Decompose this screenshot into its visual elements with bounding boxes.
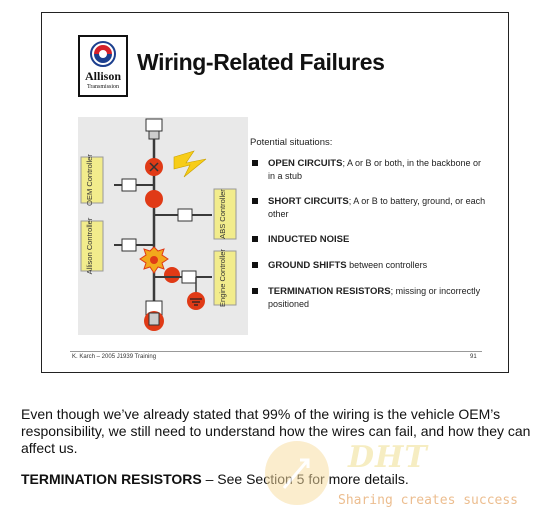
allison-logo: Allison Transmission [78,35,128,97]
list-item-head: SHORT CIRCUITS [268,196,349,207]
slide-title: Wiring-Related Failures [137,49,385,75]
logo-subtitle: Transmission [86,84,120,90]
list-item-text: between controllers [346,260,428,270]
engine-controller [213,250,237,306]
list-item: SHORT CIRCUITS; A or B to battery, groun… [250,195,490,220]
watermark-slogan: Sharing creates success [338,493,519,508]
list-item-head: OPEN CIRCUITS [268,158,343,169]
situations-list: OPEN CIRCUITS; A or B or both, in the ba… [250,157,490,323]
oem-controller [80,156,104,204]
list-item: TERMINATION RESISTORS; missing or incorr… [250,285,490,310]
slide-page-number: 91 [470,354,477,360]
allison-controller [80,220,104,272]
abs-controller [213,188,237,240]
watermark: DHT Sharing creates success [262,438,546,512]
fault-marker-4 [164,267,180,283]
ground-fault-marker [187,292,205,310]
wiring-diagram: OEM Controller ABS Controller Allison Co… [78,117,248,335]
list-item: INDUCTED NOISE [250,233,490,246]
list-item-head: GROUND SHIFTS [268,260,347,271]
lightning-icon [173,150,207,178]
list-item-text: ; A or B or both, in the backbone or in … [268,158,482,181]
top-connector [145,118,163,132]
list-item: OPEN CIRCUITS; A or B or both, in the ba… [250,157,490,182]
list-item: GROUND SHIFTS between controllers [250,259,490,272]
fault-marker-2 [145,190,163,208]
logo-word: Allison [84,69,121,83]
body-paragraph: Even though we’ve already stated that 99… [21,406,531,456]
watermark-brand: DHT [348,440,428,475]
list-item-text: ; A or B to battery, ground, or each oth… [268,196,486,219]
abs-controller-label: ABS Controller [218,189,227,239]
allison-emblem-icon [90,41,116,67]
oem-controller-label: OEM Controller [85,154,94,206]
footer-divider [70,351,482,352]
situations-intro: Potential situations: [250,137,333,148]
allison-controller-label: Allison Controller [85,217,94,274]
list-item-text: ; missing or incorrectly positioned [268,286,481,309]
watermark-logo-icon [265,441,329,505]
list-item-head: INDUCTED NOISE [268,234,350,245]
slide-footer-credit: K. Karch – 2005 J1939 Training [72,354,157,360]
slide: Allison Transmission Wiring-Related Fail… [41,12,509,373]
engine-controller-label: Engine Controller [218,249,227,307]
ground-icon [190,298,202,306]
note-bold: TERMINATION RESISTORS [21,471,202,487]
list-item-head: TERMINATION RESISTORS [268,286,391,297]
